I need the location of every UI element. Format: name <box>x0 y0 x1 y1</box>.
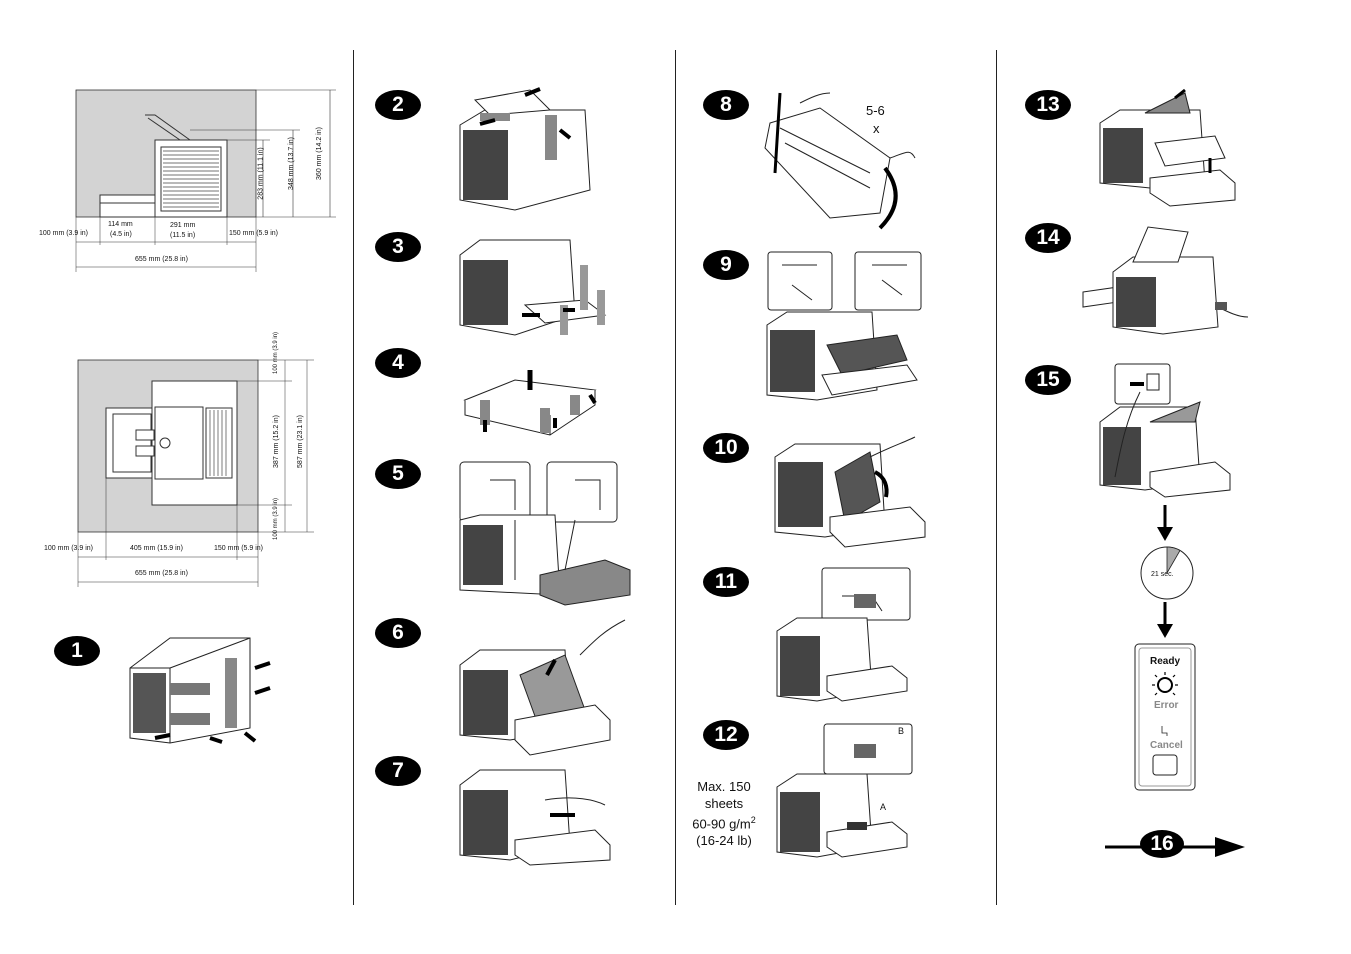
dim-right-clearance: 150 mm (5.9 in) <box>214 545 264 552</box>
extend-output-tray-illustration <box>1095 88 1240 208</box>
paper-capacity-unit: sheets <box>704 796 744 811</box>
install-toner-cartridge-illustration <box>762 250 927 410</box>
dim-total-depth: 655 mm (25.8 in) <box>135 256 188 263</box>
turn-on-power-illustration <box>1095 362 1245 502</box>
remove-tape-illustration <box>455 85 605 220</box>
cancel-label: Cancel <box>1150 740 1183 751</box>
error-label: Error <box>1154 700 1179 711</box>
step-number-badge: 2 <box>375 90 421 120</box>
column-divider <box>675 50 676 905</box>
callout-a: A <box>880 802 887 812</box>
step-number-badge: 13 <box>1025 90 1071 120</box>
paper-weight-lb: (16-24 lb) <box>696 833 752 849</box>
paper-capacity-note: Max. 150 sheets 60-90 g/m2 (16-24 lb) <box>684 778 764 849</box>
unpack-tray-illustration <box>455 360 605 440</box>
dim-total-depth: 655 mm (25.8 in) <box>135 570 188 577</box>
dim-body-depth: 291 mm <box>170 222 196 229</box>
column-divider <box>353 50 354 905</box>
down-arrow-icon <box>1155 505 1175 545</box>
timer-clock-icon: 21 sec. <box>1139 545 1195 601</box>
step-number-badge: 4 <box>375 348 421 378</box>
dim-top-clearance: 100 mm (3.9 in) <box>273 331 280 375</box>
dim-right-clearance: 150 mm (5.9 in) <box>229 230 279 237</box>
dim-height-total: 360 mm (14.2 in) <box>315 127 323 180</box>
step-number-badge: 15 <box>1025 365 1071 395</box>
column-divider <box>996 50 997 905</box>
dim-tray-depth: 114 mm <box>108 221 133 228</box>
remove-protective-material-illustration <box>455 760 620 866</box>
shake-times-text: x <box>873 121 880 136</box>
down-arrow-icon <box>1155 602 1175 642</box>
paper-weight-line: 60-90 g/m2 <box>684 812 764 832</box>
dim-tray-depth-in: (4.5 in) <box>110 231 132 238</box>
dim-bottom-clearance: 100 mm (3.9 in) <box>273 497 280 541</box>
dim-left-clearance: 100 mm (3.9 in) <box>44 545 94 552</box>
step-number-badge: 3 <box>375 232 421 262</box>
remove-packing-material-illustration <box>455 235 620 340</box>
adjust-paper-guide-illustration <box>772 566 912 706</box>
step-number-badge: 8 <box>703 90 749 120</box>
top-view-clearance-diagram: 100 mm (3.9 in) 405 mm (15.9 in) 150 mm … <box>30 330 350 590</box>
dim-left-clearance: 100 mm (3.9 in) <box>39 230 89 237</box>
dim-height-body: 283 mm (11.1 in) <box>257 147 265 200</box>
shake-toner-cartridge-illustration: 5-6 x <box>760 88 925 233</box>
paper-capacity-line: Max. 150 <box>697 779 751 794</box>
step-number-badge: 16 <box>1140 830 1184 858</box>
paper-weight-text: 60-90 g/m <box>692 816 751 832</box>
callout-b: B <box>898 726 905 736</box>
step-number-badge: 14 <box>1025 223 1071 253</box>
open-front-cover-illustration <box>455 619 626 756</box>
attach-tray-unit-illustration <box>455 460 640 606</box>
connect-power-cord-illustration <box>1078 222 1253 337</box>
shake-count-text: 5-6 <box>866 103 885 118</box>
dim-height-open: 348 mm (13.7 in) <box>287 137 295 190</box>
step-number-badge: 1 <box>54 636 100 666</box>
close-front-cover-illustration <box>770 432 930 550</box>
step-number-badge: 9 <box>703 250 749 280</box>
step-number-badge: 7 <box>375 756 421 786</box>
step-number-badge: 6 <box>375 618 421 648</box>
step-number-badge: 12 <box>703 720 749 750</box>
step-number-badge: 10 <box>703 433 749 463</box>
control-panel-illustration: Ready Error Cancel <box>1134 643 1196 791</box>
unpack-printer-illustration <box>125 628 285 748</box>
step-number-badge: 11 <box>703 567 749 597</box>
dim-body-width: 387 mm (15.2 in) <box>272 415 280 468</box>
ready-label: Ready <box>1150 656 1181 667</box>
paper-weight-sup: 2 <box>750 815 756 825</box>
side-view-clearance-diagram: 100 mm (3.9 in) 114 mm (4.5 in) 291 mm (… <box>30 85 350 275</box>
dim-body-depth: 405 mm (15.9 in) <box>130 545 183 552</box>
dim-body-depth-in: (11.5 in) <box>170 232 196 239</box>
load-paper-illustration: B A <box>772 722 917 862</box>
step-number-badge: 5 <box>375 459 421 489</box>
timer-text: 21 sec. <box>1151 571 1174 578</box>
dim-total-width: 587 mm (23.1 in) <box>296 415 304 468</box>
